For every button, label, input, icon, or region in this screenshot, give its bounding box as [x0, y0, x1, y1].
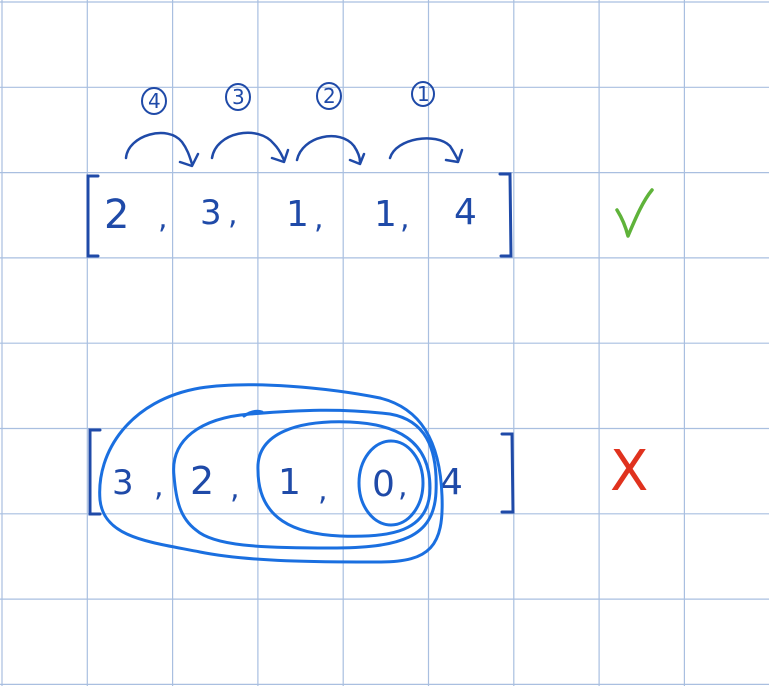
jump-label-circle	[316, 82, 342, 110]
top-value: 1	[374, 194, 397, 235]
top-comma: ,	[158, 201, 168, 236]
jump-arrowhead	[270, 148, 290, 164]
jump-label-circle	[141, 87, 167, 115]
jump-arrowhead	[348, 152, 366, 166]
bottom-value: 0	[372, 464, 395, 505]
top-value: 4	[454, 192, 477, 233]
jump-label: 3	[232, 85, 245, 109]
top-bracket-open	[86, 174, 100, 258]
nested-loop-third	[256, 420, 432, 538]
check-icon	[615, 188, 654, 238]
jump-arc	[210, 131, 286, 162]
nested-loop-inner	[357, 439, 425, 527]
bottom-bracket-close	[500, 432, 515, 514]
bottom-value: 4	[440, 462, 463, 503]
jump-arc	[124, 131, 194, 166]
top-value: 3	[200, 193, 222, 233]
jump-arrowhead	[178, 152, 200, 168]
nested-loop-outer	[98, 383, 444, 564]
bottom-comma: ,	[154, 469, 164, 504]
jump-label: 1	[417, 82, 430, 106]
jump-arc	[388, 137, 460, 162]
bottom-value: 1	[278, 462, 301, 503]
cross-icon: X	[610, 439, 648, 504]
bottom-bracket-open	[88, 428, 102, 516]
bottom-comma: ,	[398, 469, 408, 504]
bottom-value: 2	[190, 459, 214, 503]
bottom-comma: ,	[318, 473, 328, 508]
top-value: 1	[286, 194, 309, 235]
top-comma: ,	[314, 201, 324, 236]
result-mark-bad: X	[610, 439, 648, 504]
top-comma: ,	[228, 197, 238, 232]
jump-label-circle	[411, 81, 435, 107]
jump-label: 2	[323, 84, 336, 108]
top-comma: ,	[400, 201, 410, 236]
jump-label-circle	[225, 83, 251, 111]
top-array: 2 3 1 1 4 , , , , 4 3 2 1	[86, 81, 513, 258]
top-value: 2	[104, 192, 129, 238]
bottom-comma: ,	[230, 471, 240, 506]
jump-label: 4	[148, 89, 161, 113]
loop-stroke-mark	[242, 409, 264, 418]
jump-arc	[295, 134, 362, 164]
jump-arrowhead	[444, 148, 464, 164]
bottom-array: 3 2 1 0 4 , , , ,	[88, 383, 515, 564]
top-bracket-close	[498, 172, 513, 258]
bottom-value: 3	[112, 463, 134, 503]
